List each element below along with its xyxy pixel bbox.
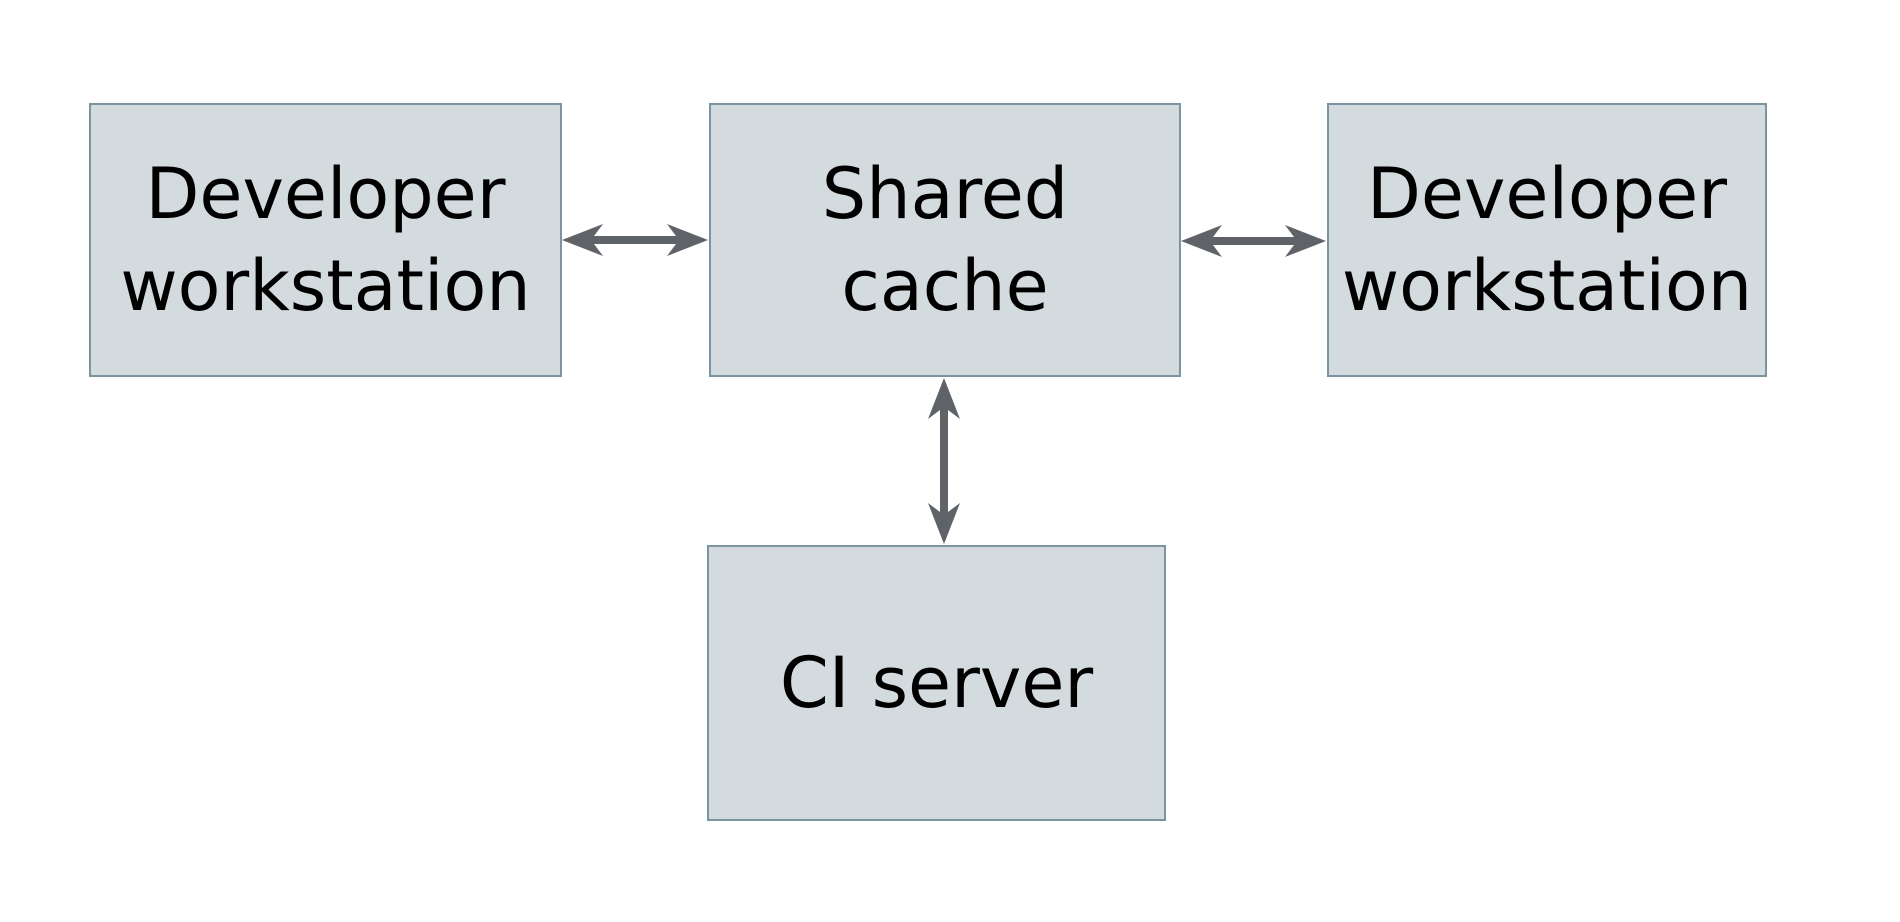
node-developer-workstation-right: Developer workstation — [1327, 103, 1767, 377]
node-label-line: workstation — [120, 245, 531, 327]
node-label-line: Developer — [1366, 153, 1727, 235]
node-label-line: cache — [841, 245, 1049, 327]
node-ci-server: CI server — [707, 545, 1166, 821]
node-developer-workstation-left: Developer workstation — [89, 103, 562, 377]
bidirectional-arrow-left-icon — [561, 218, 709, 262]
node-label-line: Shared — [821, 153, 1069, 235]
node-label-line: Developer — [145, 153, 506, 235]
node-shared-cache: Shared cache — [709, 103, 1181, 377]
node-label-line: workstation — [1341, 245, 1753, 327]
bidirectional-arrow-down-icon — [922, 377, 966, 545]
node-label-line: CI server — [779, 642, 1094, 724]
bidirectional-arrow-right-icon — [1180, 219, 1327, 263]
